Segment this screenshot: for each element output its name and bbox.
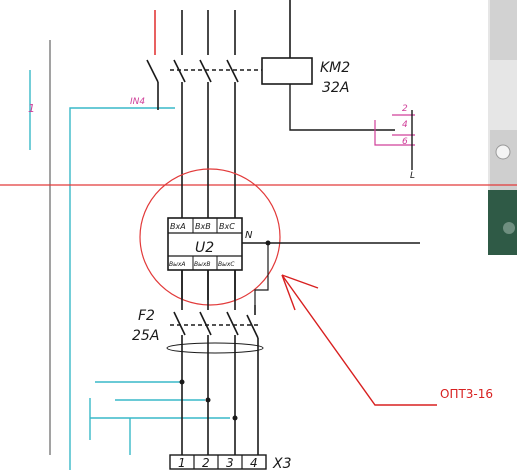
meter-out-c: ВыхС <box>218 261 235 268</box>
terminal-block-name: X3 <box>272 456 292 472</box>
callout-arrow <box>281 274 437 406</box>
terminal-3: 3 <box>226 456 234 470</box>
phase-feed-top <box>154 0 291 60</box>
meter-in-a: ВхА <box>170 222 186 231</box>
right-term-4: 4 <box>402 120 408 130</box>
breaker-rating: 25A <box>132 328 159 344</box>
line-label: IN4 <box>130 97 145 107</box>
right-term-2: 2 <box>402 104 408 114</box>
breaker-name: F2 <box>138 308 155 324</box>
reference-lines <box>0 40 517 470</box>
meter-n: N <box>245 230 253 241</box>
right-mark-l: L <box>410 171 415 181</box>
left-marker: 1 <box>28 102 35 115</box>
contactor-coil <box>261 57 395 131</box>
right-terminal-box <box>374 110 415 170</box>
meter-u2 <box>167 217 420 305</box>
device-photo <box>488 0 517 255</box>
contactor-rating: 32A <box>322 80 349 96</box>
terminal-4: 4 <box>250 456 258 470</box>
terminal-1: 1 <box>178 456 186 470</box>
meter-out-a: ВыхА <box>169 261 186 268</box>
right-term-6: 6 <box>402 137 408 147</box>
meter-in-c: ВхС <box>219 222 235 231</box>
highlight-circle <box>139 168 281 306</box>
terminal-2: 2 <box>202 456 210 470</box>
junction-dots <box>179 379 238 421</box>
breaker-f2 <box>166 270 264 455</box>
meter-out-b: ВыхВ <box>194 261 211 268</box>
callout-text: ОПТ3-16 <box>440 387 493 401</box>
contactor-name: KM2 <box>320 60 350 76</box>
meter-in-b: ВхВ <box>195 222 211 231</box>
terminal-block-x3 <box>169 454 267 470</box>
meter-name: U2 <box>195 240 214 256</box>
